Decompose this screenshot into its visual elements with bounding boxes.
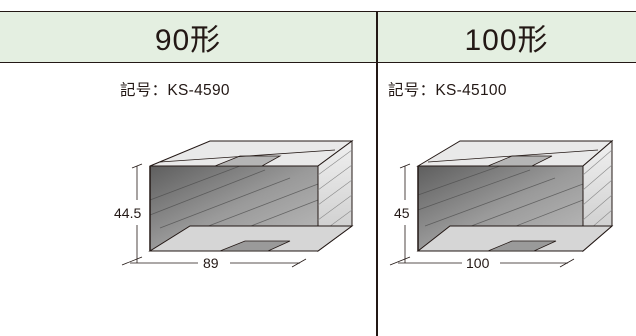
- height-dimension-100: 45: [394, 205, 410, 221]
- symbol-label-90: 記号：KS-4590: [120, 82, 230, 99]
- column-header-100: 100形: [464, 23, 549, 57]
- table-header: 90形 100形: [0, 11, 636, 63]
- column-header-90: 90形: [154, 23, 222, 57]
- column-divider: [376, 11, 378, 336]
- stud-profile-100: 45 100: [389, 139, 614, 271]
- width-dimension-100: 100: [466, 255, 490, 271]
- height-dimension-90: 44.5: [114, 205, 141, 221]
- stud-profile-90: 44.5 89: [114, 140, 354, 271]
- width-dimension-90: 89: [203, 255, 219, 271]
- symbol-label-100: 記号：KS-45100: [388, 82, 507, 99]
